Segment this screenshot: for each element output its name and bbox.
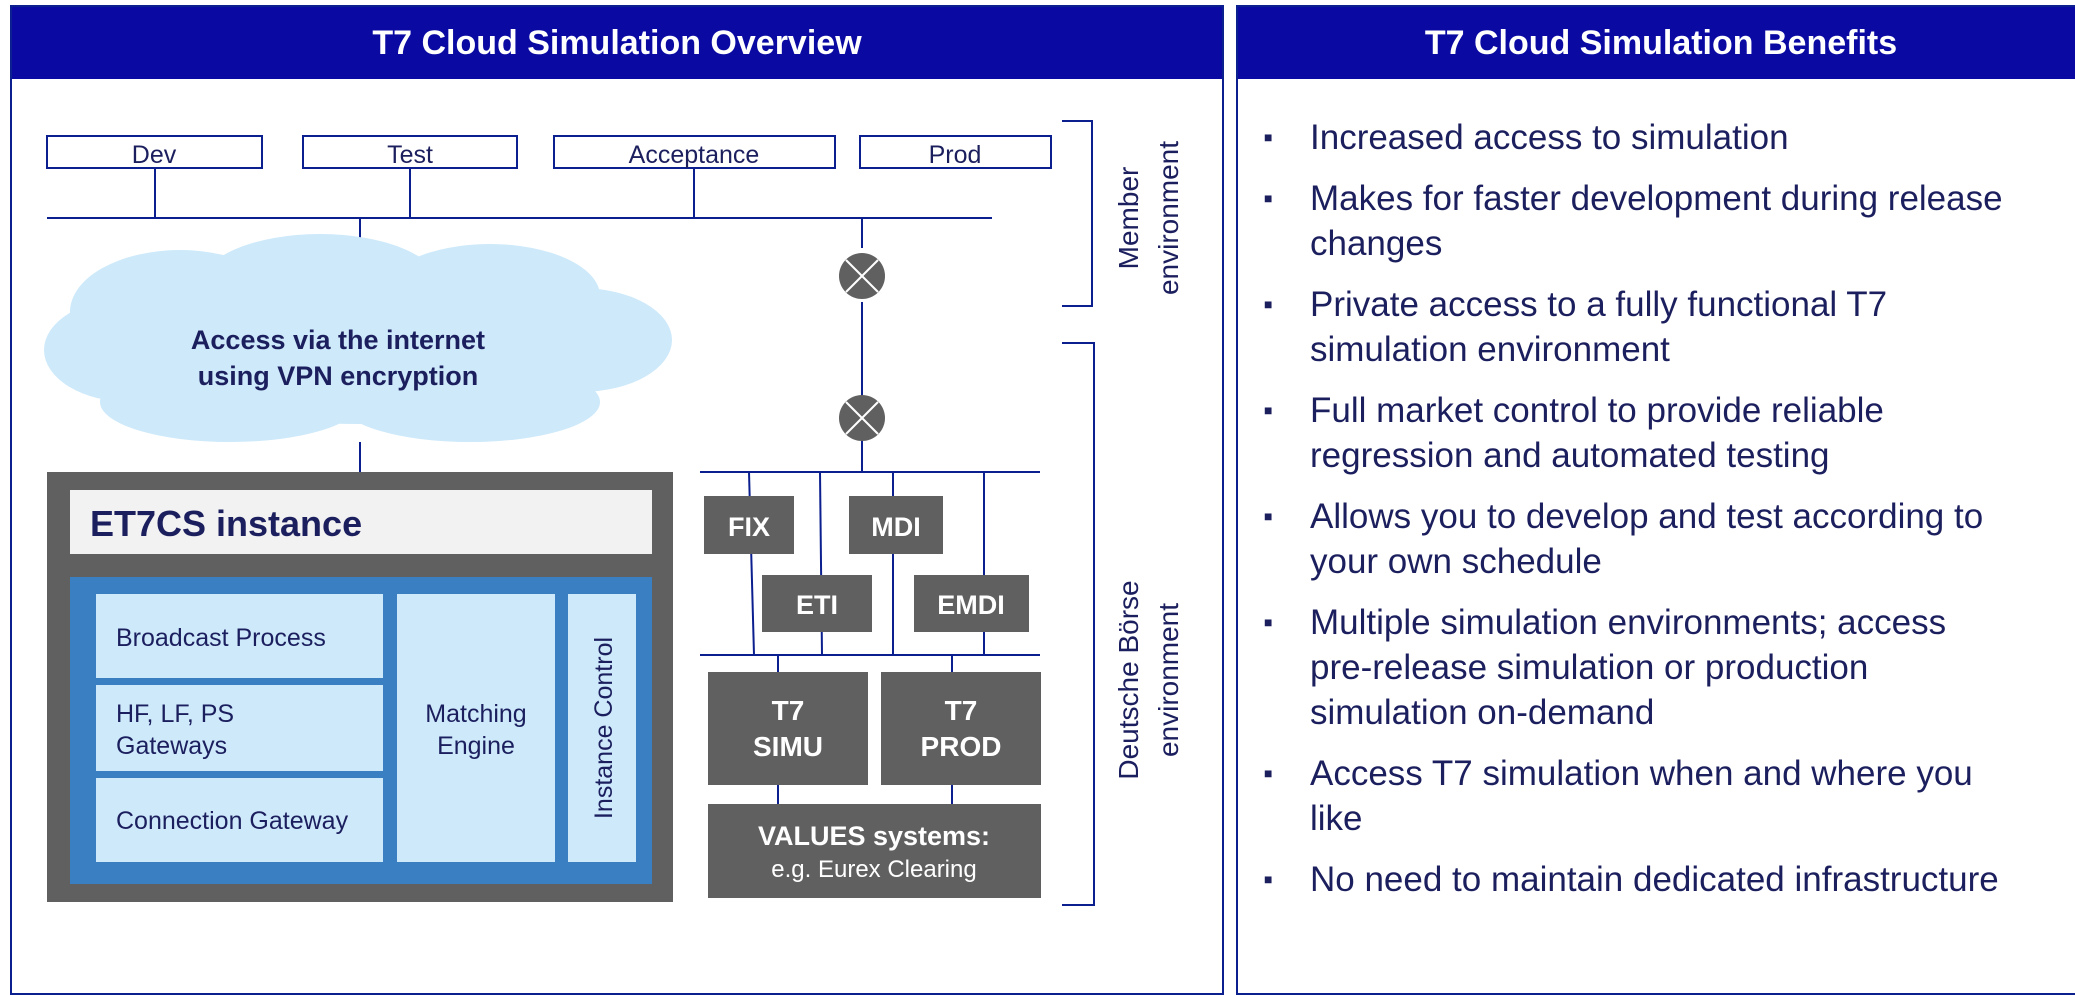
env-prod-label: Prod	[929, 141, 982, 169]
db-env-label-1: Deutsche Börse	[1113, 580, 1144, 779]
gateways-label-1: HF, LF, PS	[116, 700, 234, 728]
mdi-label: MDI	[871, 512, 921, 542]
benefit-item: ■ No need to maintain dedicated infrastru…	[1238, 857, 2010, 902]
matching-engine-box	[397, 594, 555, 862]
benefit-item: ■ Makes for faster development during rel…	[1238, 176, 2010, 266]
db-env-label-2: environment	[1153, 603, 1184, 757]
bullet-square-icon: ■	[1264, 402, 1273, 418]
env-prod-box	[859, 135, 1052, 169]
values-systems-label-2: e.g. Eurex Clearing	[771, 856, 976, 883]
benefit-text: Makes for faster development during rele…	[1310, 179, 2003, 263]
emdi-label: EMDI	[937, 590, 1005, 620]
et7cs-title-bar	[70, 490, 652, 554]
connector-cross-icon	[839, 395, 885, 441]
benefit-text: Increased access to simulation	[1310, 118, 1789, 157]
t7-simu-label-2: SIMU	[753, 731, 823, 762]
db-env-bracket	[1062, 342, 1095, 906]
benefit-text: Private access to a fully functional T7 …	[1310, 285, 1888, 369]
matching-engine-label-2: Engine	[437, 732, 515, 760]
benefits-title: T7 Cloud Simulation Benefits	[1238, 7, 2075, 79]
env-acceptance-label: Acceptance	[629, 141, 760, 169]
eti-label: ETI	[796, 590, 838, 620]
bullet-square-icon: ■	[1264, 614, 1273, 630]
member-env-label-1: Member	[1113, 167, 1144, 270]
eti-box	[762, 575, 872, 632]
fix-label: FIX	[728, 512, 770, 542]
et7cs-title: ET7CS instance	[90, 503, 362, 544]
benefit-text: Multiple simulation environments; access…	[1310, 603, 1947, 732]
member-network-lines	[47, 168, 1040, 804]
connection-gateway-label: Connection Gateway	[116, 807, 349, 835]
benefits-list: ■ Increased access to simulation ■ Makes f…	[1238, 115, 2010, 918]
broadcast-process-box	[96, 594, 383, 678]
gateways-box	[96, 685, 383, 771]
cloud-text-line1: Access via the internet	[191, 325, 485, 355]
benefit-text: Allows you to develop and test according…	[1310, 497, 1984, 581]
benefit-text: Full market control to provide reliable …	[1310, 391, 1884, 475]
connector-cross-icon	[839, 253, 885, 299]
matching-engine-label-1: Matching	[425, 700, 526, 728]
values-systems-box	[708, 804, 1041, 898]
bullet-square-icon: ■	[1264, 765, 1273, 781]
benefit-item: ■ Full market control to provide reliable…	[1238, 388, 2010, 478]
bullet-square-icon: ■	[1264, 296, 1273, 312]
values-systems-label-1: VALUES systems:	[758, 821, 990, 851]
t7-prod-label-2: PROD	[921, 731, 1002, 762]
fix-box	[704, 496, 794, 554]
benefit-item: ■ Private access to a fully functional T7…	[1238, 282, 2010, 372]
t7-prod-box	[881, 672, 1041, 785]
benefits-panel: T7 Cloud Simulation Benefits ■ Increased …	[1236, 5, 2075, 995]
broadcast-process-label: Broadcast Process	[116, 624, 326, 652]
connection-gateway-box	[96, 778, 383, 862]
bullet-square-icon: ■	[1264, 129, 1273, 145]
member-env-bracket	[1062, 120, 1093, 307]
instance-control-box	[568, 594, 636, 862]
overview-title: T7 Cloud Simulation Overview	[12, 7, 1222, 79]
benefit-item: ■ Allows you to develop and test accordin…	[1238, 494, 2010, 584]
t7-simu-label-1: T7	[772, 695, 805, 726]
gateways-label-2: Gateways	[116, 732, 227, 760]
env-test-label: Test	[387, 141, 433, 169]
emdi-box	[914, 575, 1029, 632]
benefit-item: ■ Increased access to simulation	[1238, 115, 2010, 160]
internet-cloud-shape	[44, 234, 672, 442]
benefit-item: ■ Multiple simulation environments; acces…	[1238, 600, 2010, 735]
benefit-item: ■ Access T7 simulation when and where you…	[1238, 751, 2010, 841]
bullet-square-icon: ■	[1264, 871, 1273, 887]
t7-simu-box	[708, 672, 868, 785]
env-dev-box	[46, 135, 263, 169]
instance-control-label: Instance Control	[590, 637, 618, 819]
benefit-text: Access T7 simulation when and where you …	[1310, 754, 1973, 838]
bullet-square-icon: ■	[1264, 190, 1273, 206]
env-acceptance-box	[553, 135, 836, 169]
env-dev-label: Dev	[132, 141, 177, 169]
mdi-box	[849, 496, 943, 554]
benefit-text: No need to maintain dedicated infrastruc…	[1310, 860, 1999, 899]
cloud-text-line2: using VPN encryption	[198, 361, 479, 391]
member-env-label-2: environment	[1153, 141, 1184, 295]
t7-prod-label-1: T7	[945, 695, 978, 726]
bullet-square-icon: ■	[1264, 508, 1273, 524]
